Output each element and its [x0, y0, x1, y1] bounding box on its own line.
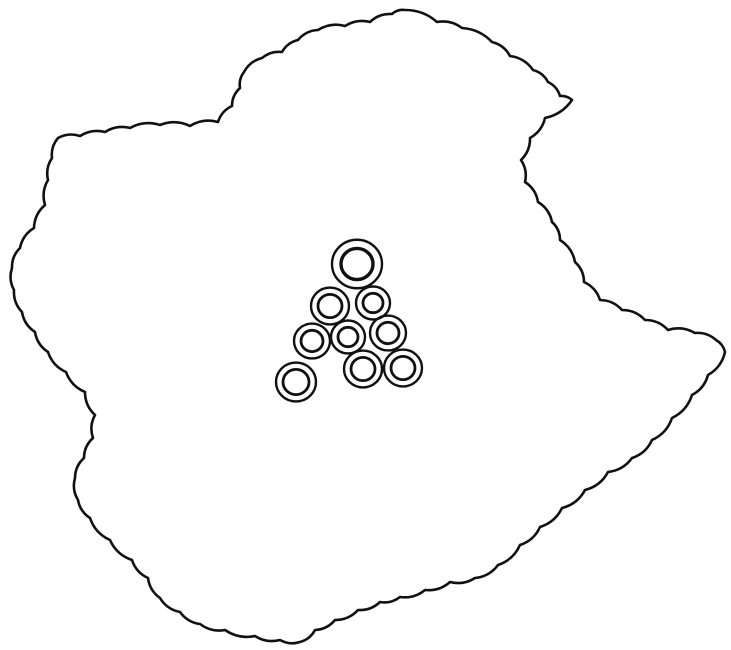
ring-6 [370, 316, 406, 351]
ring-cluster [276, 240, 422, 402]
ring-4 [294, 324, 330, 359]
ring-inner [301, 330, 323, 351]
ring-5 [331, 321, 365, 354]
ring-inner [351, 357, 375, 380]
ring-7 [276, 363, 316, 402]
scalloped-outline [10, 10, 725, 643]
ring-outer [331, 321, 365, 354]
ring-8 [344, 351, 382, 388]
ring-1 [332, 240, 382, 289]
ring-9 [384, 350, 422, 387]
ring-inner [377, 322, 399, 343]
ring-inner [318, 294, 342, 317]
ring-inner [391, 356, 415, 379]
ring-2 [311, 288, 349, 325]
ring-inner [283, 369, 309, 394]
ring-inner [338, 327, 358, 346]
outline-path [10, 10, 725, 643]
ring-inner [363, 293, 383, 312]
ring-inner [341, 248, 373, 279]
ring-outer [294, 324, 330, 359]
ring-3 [356, 287, 390, 320]
ring-outer [370, 316, 406, 351]
ring-outer [356, 287, 390, 320]
